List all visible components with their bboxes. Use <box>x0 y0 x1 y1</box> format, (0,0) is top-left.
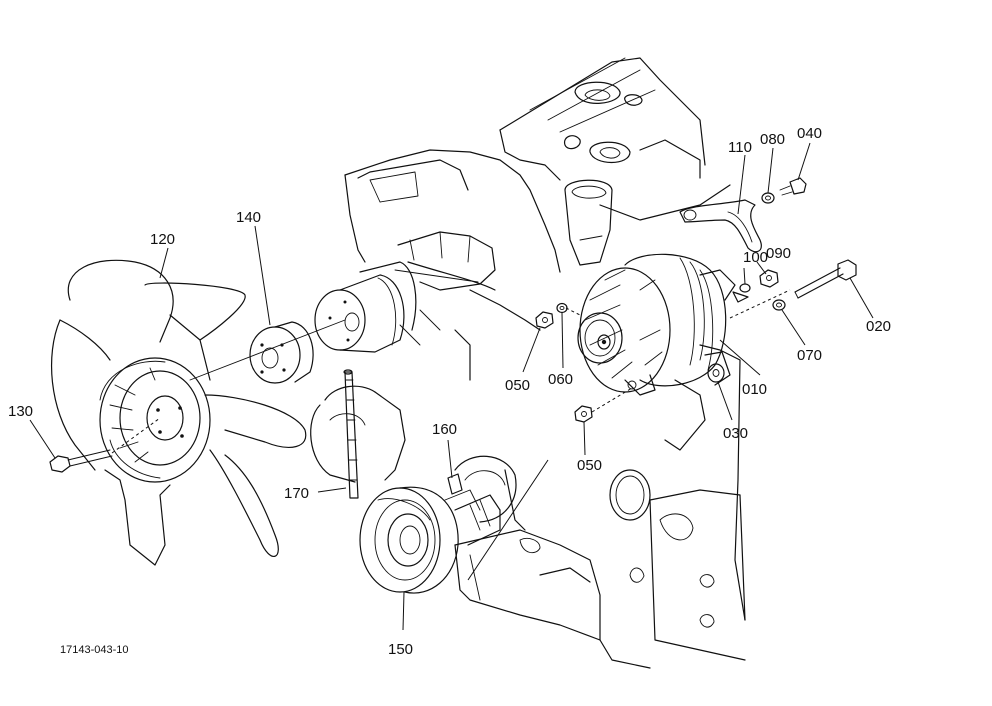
hardware <box>535 177 857 423</box>
label-050-upper: 050 <box>505 377 530 394</box>
alternator <box>577 253 736 396</box>
adjuster-bracket <box>679 199 762 253</box>
label-140: 140 <box>236 209 261 226</box>
figure-id: 17143-043-10 <box>60 644 129 656</box>
engine-block <box>310 57 746 669</box>
label-110: 110 <box>728 139 752 156</box>
fan-spacer <box>249 321 314 384</box>
rod-part <box>343 369 359 499</box>
label-040: 040 <box>797 125 822 142</box>
label-070: 070 <box>797 347 822 364</box>
label-150: 150 <box>388 641 413 658</box>
label-080: 080 <box>760 131 785 148</box>
fan-drive-pulley <box>314 261 417 353</box>
fan-blade-assembly <box>51 259 307 566</box>
fan-bolt <box>49 417 161 473</box>
label-010: 010 <box>742 381 767 398</box>
label-020: 020 <box>866 318 891 335</box>
label-120: 120 <box>150 231 175 248</box>
label-130: 130 <box>8 403 33 420</box>
label-050-lower: 050 <box>577 457 602 474</box>
crankshaft-pulley <box>359 473 501 594</box>
label-170: 170 <box>284 485 309 502</box>
label-160: 160 <box>432 421 457 438</box>
label-100: 100 <box>743 249 768 266</box>
part-labels: 120 140 130 160 170 150 110 080 040 100 … <box>8 125 891 658</box>
label-060: 060 <box>548 371 573 388</box>
label-030: 030 <box>723 425 748 442</box>
leader-lines <box>29 142 874 631</box>
label-090: 090 <box>766 245 791 262</box>
fan-belt <box>189 269 479 381</box>
